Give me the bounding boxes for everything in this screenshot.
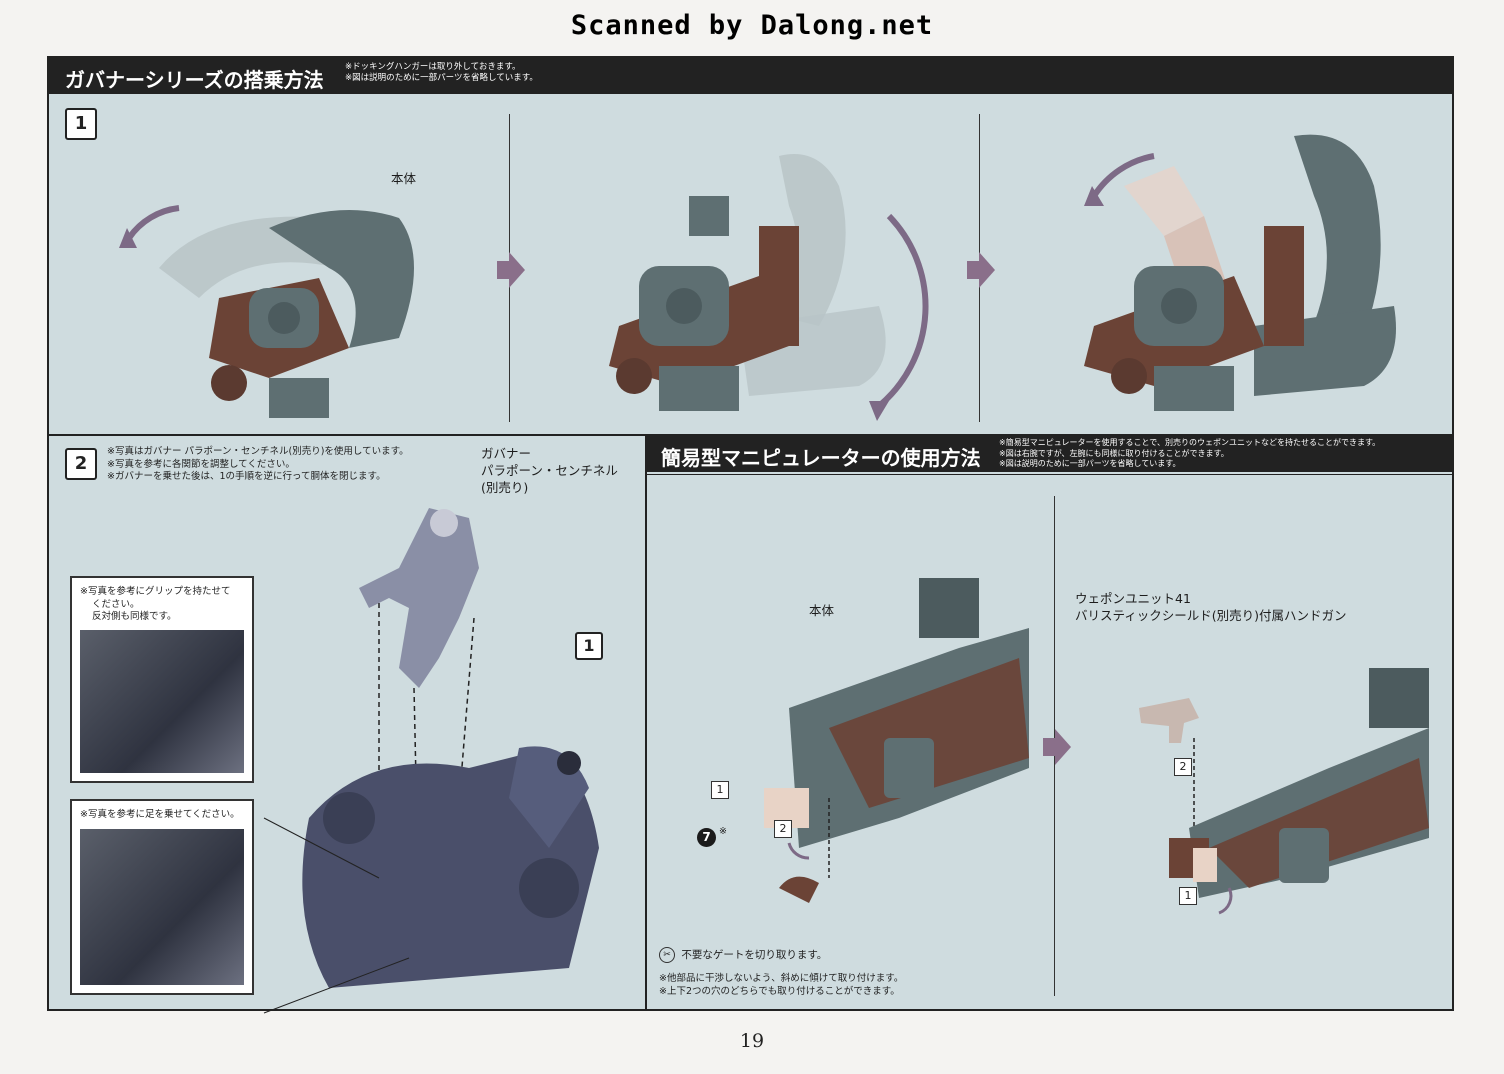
pilot-figure-label: ガバナー パラポーン・センチネル (別売り) [481, 446, 618, 495]
section3-header: 簡易型マニピュレーターの使用方法 ※簡易型マニピュレーターを使用することで、別売… [647, 436, 1452, 472]
step1-number: 1 [65, 108, 97, 140]
part-number-mark: ※ [719, 826, 727, 837]
foot-reference-photo: ※写真を参考に足を乗せてください。 [70, 799, 254, 995]
step2-docking-illustration [263, 508, 599, 1014]
foot-photo-image [80, 829, 244, 985]
weapon-step-1: 1 [1179, 887, 1197, 905]
step1-illustration-b [609, 154, 929, 421]
section3-body-label: 本体 [809, 603, 835, 618]
step1-illustration-c [1084, 134, 1396, 411]
step1-next-arrow-1-stem [497, 261, 509, 279]
step1-next-arrow-2-stem [967, 261, 979, 279]
step1-next-arrow-2 [979, 252, 995, 288]
section-divider [49, 434, 1452, 436]
scan-watermark: Scanned by Dalong.net [570, 10, 934, 41]
manipulator-illustration-a [764, 578, 1029, 903]
grip-reference-photo: ※写真を参考にグリップを持たせて ください。 反対側も同様です。 [70, 576, 254, 783]
section1-title: ガバナーシリーズの搭乗方法 [65, 68, 324, 92]
manip-next-arrow-stem [1043, 738, 1055, 756]
manip-step-2: 2 [774, 820, 792, 838]
step2-reference-step-1: 1 [575, 632, 603, 660]
section1-notes: ※ドッキングハンガーは取り外しておきます。 ※図は説明のために一部パーツを省略し… [345, 62, 538, 83]
weapon-unit-label: ウェポンユニット41 バリスティックシールド(別売り)付属ハンドガン [1075, 591, 1347, 623]
instruction-sheet: ガバナーシリーズの搭乗方法 ※ドッキングハンガーは取り外しておきます。 ※図は説… [47, 56, 1454, 1014]
step1-body-label: 本体 [391, 171, 417, 186]
section2-divider [645, 434, 647, 1009]
step2-number: 2 [65, 448, 97, 480]
weapon-step-2: 2 [1174, 758, 1192, 776]
step2-notes: ※写真はガバナー パラポーン・センチネル(別売り)を使用しています。 ※写真を参… [107, 446, 409, 482]
page-number: 19 [739, 1030, 765, 1052]
section3-notes: ※簡易型マニピュレーターを使用することで、別売りのウェポンユニットなどを持たせる… [999, 438, 1381, 468]
manip-next-arrow [1055, 729, 1071, 765]
section3-footer-notes: ※他部品に干渉しないよう、斜めに傾けて取り付けます。 ※上下2つの穴のどちらでも… [659, 973, 904, 997]
manip-step-1: 1 [711, 781, 729, 799]
section1-header: ガバナーシリーズの搭乗方法 ※ドッキングハンガーは取り外しておきます。 ※図は説… [49, 58, 1452, 94]
step1-illustration-a [119, 205, 414, 418]
part-number-7: 7 [697, 828, 716, 847]
gate-cut-note: ✂ 不要なゲートを切り取ります。 [659, 947, 827, 963]
section3-title: 簡易型マニピュレーターの使用方法 [661, 446, 981, 470]
section3-header-underline [647, 474, 1452, 475]
manipulator-illustration-b [1139, 668, 1429, 915]
nipper-icon: ✂ [659, 947, 675, 963]
grip-photo-image [80, 630, 244, 773]
step1-next-arrow-1 [509, 252, 525, 288]
